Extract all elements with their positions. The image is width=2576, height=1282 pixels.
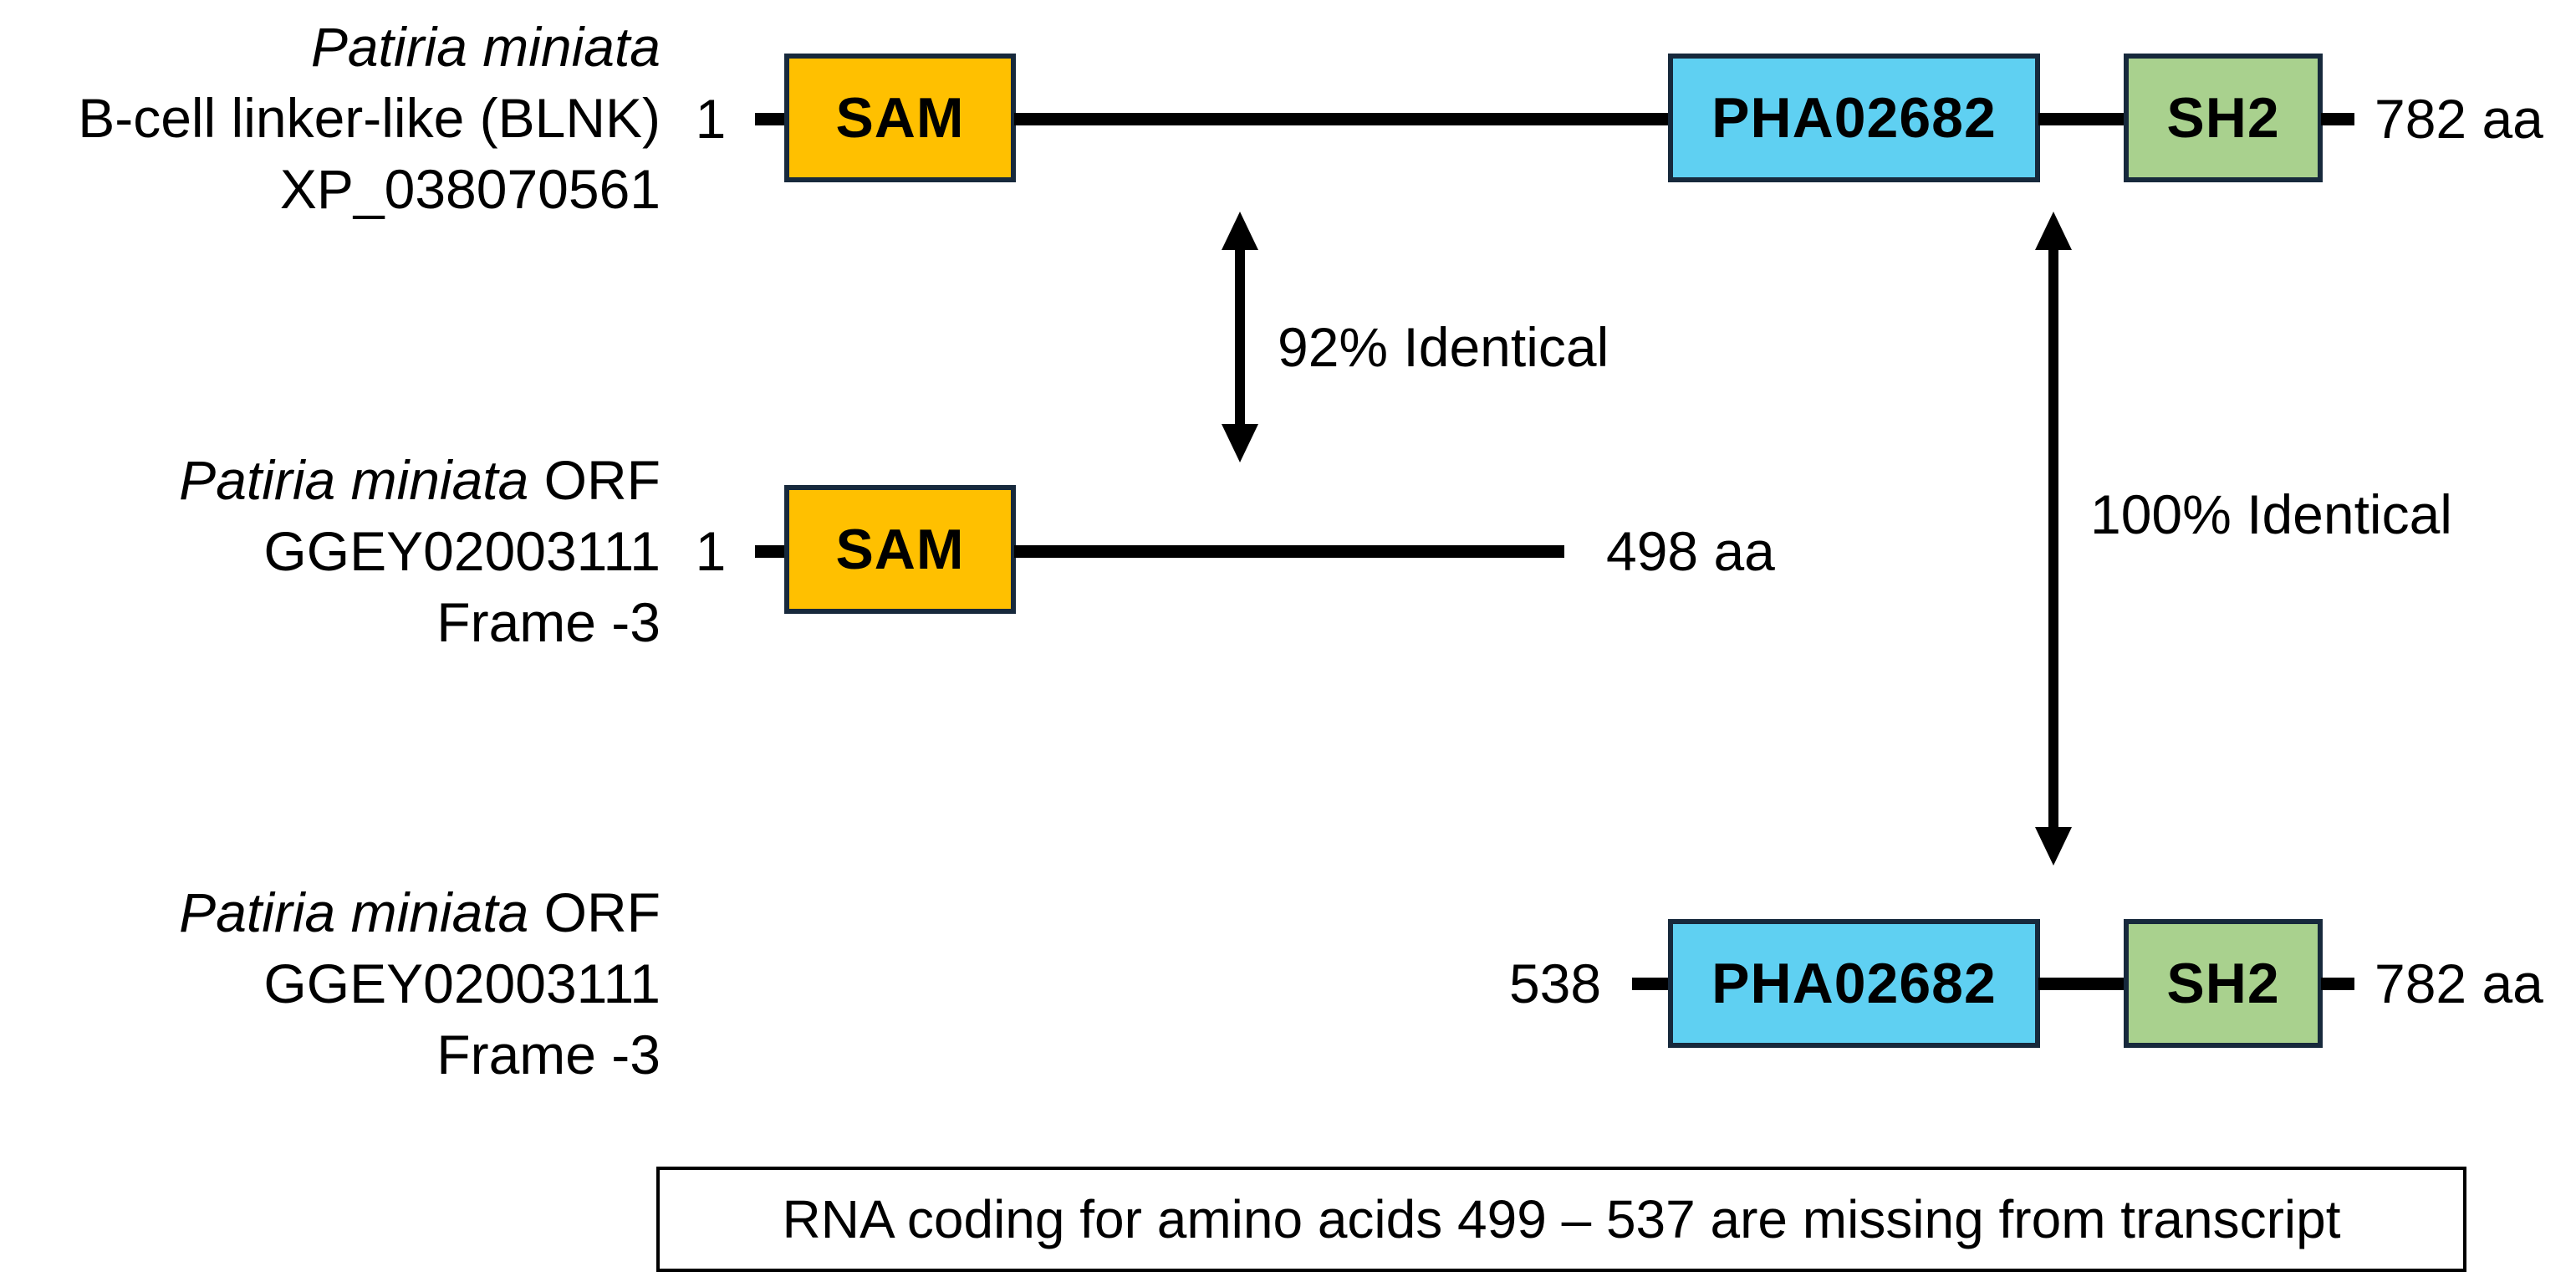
row1-protein-name: B-cell linker-like (BLNK) [78, 87, 661, 149]
row2-domain-sam-label: SAM [835, 518, 965, 581]
arrow-down-head-icon [1222, 424, 1258, 462]
row3-species-suffix: ORF [528, 881, 661, 943]
row2-species-suffix: ORF [528, 449, 661, 511]
row2-linker-line [1014, 545, 1564, 558]
row1-domain-sh2-label: SH2 [2166, 86, 2280, 150]
row1-domain-pha02682-label: PHA02682 [1711, 86, 1997, 150]
row3-length: 782 aa [2375, 953, 2543, 1014]
row3-label: Patiria miniata ORF GGEY02003111 Frame -… [0, 877, 661, 1090]
row1-domain-pha02682: PHA02682 [1668, 54, 2040, 182]
row2-frame: Frame -3 [436, 591, 661, 653]
row2-species-name: Patiria miniata [179, 449, 529, 511]
row1-domain-sam: SAM [784, 54, 1016, 182]
row3-species-line: Patiria miniata ORF [0, 877, 661, 948]
row1-domain-sam-label: SAM [835, 86, 965, 150]
row1-start-tick [755, 113, 786, 125]
row1-species-name: Patiria miniata [310, 16, 661, 78]
arrow-shaft [1235, 243, 1245, 431]
row1-domain-sh2: SH2 [2124, 54, 2323, 182]
arrow-down-head-icon [2035, 827, 2072, 866]
arrow-shaft [2048, 243, 2058, 834]
row2-start-coordinate: 1 [695, 520, 727, 582]
row3-domain-sh2-label: SH2 [2166, 952, 2280, 1015]
row1-species-line: Patiria miniata [0, 12, 661, 83]
row1-accession: XP_038070561 [279, 158, 661, 220]
missing-transcript-note-text: RNA coding for amino acids 499 – 537 are… [782, 1189, 2341, 1249]
row1-length: 782 aa [2375, 88, 2543, 150]
row3-start-coordinate: 538 [1508, 953, 1602, 1014]
row1-label: Patiria miniata B-cell linker-like (BLNK… [0, 12, 661, 225]
row3-domain-pha02682: PHA02682 [1668, 919, 2040, 1048]
row3-domain-sh2: SH2 [2124, 919, 2323, 1048]
row2-label: Patiria miniata ORF GGEY02003111 Frame -… [0, 445, 661, 658]
row1-linker-line [1014, 113, 1670, 125]
similarity-arrow-100-icon [2035, 212, 2072, 866]
similarity-arrow-92-icon [1222, 212, 1258, 462]
row1-end-tick [2321, 113, 2354, 125]
row1-start-coordinate: 1 [695, 88, 727, 150]
row3-frame: Frame -3 [436, 1024, 661, 1085]
similarity-label-100: 100% Identical [2090, 483, 2452, 545]
row2-accession: GGEY02003111 [263, 520, 661, 582]
row3-species-name: Patiria miniata [179, 881, 529, 943]
row2-length: 498 aa [1606, 520, 1775, 582]
row3-domain-pha02682-label: PHA02682 [1711, 952, 1997, 1015]
similarity-label-92: 92% Identical [1278, 316, 1609, 378]
row3-interdomain-line [2038, 978, 2125, 990]
row3-start-tick [1632, 978, 1668, 990]
row2-species-line: Patiria miniata ORF [0, 445, 661, 516]
missing-transcript-note: RNA coding for amino acids 499 – 537 are… [656, 1167, 2466, 1272]
row3-end-tick [2321, 978, 2354, 990]
row2-domain-sam: SAM [784, 485, 1016, 614]
row1-interdomain-line [2038, 113, 2125, 125]
row2-start-tick [755, 545, 786, 558]
row3-accession: GGEY02003111 [263, 953, 661, 1014]
